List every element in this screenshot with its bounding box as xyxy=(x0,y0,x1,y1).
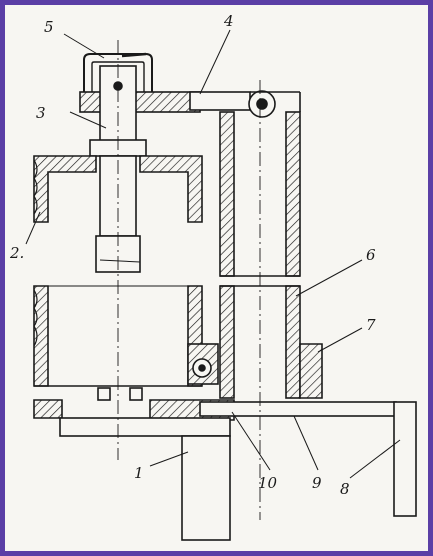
callout-5: 4 xyxy=(223,12,234,30)
callout-9: 9 xyxy=(312,474,322,492)
lower-cylinder xyxy=(33,285,49,387)
callout-10: 10 xyxy=(258,474,278,492)
upper-cylinder-part-2 xyxy=(33,155,97,223)
callout-8: 8 xyxy=(340,480,350,498)
horizontal-rod-part-9 xyxy=(199,401,397,417)
callout-7: 7 xyxy=(366,316,376,334)
callout-3: 3 xyxy=(36,104,46,122)
lever-arm-part-5 xyxy=(189,91,251,111)
drawing-lines xyxy=(25,29,417,541)
callout-labels: 5 3 2. 4 6 7 1 10 9 8 xyxy=(9,12,376,498)
handle-part-8 xyxy=(393,401,417,517)
callout-4: 5 xyxy=(44,18,54,36)
column-part-6-lower xyxy=(219,285,235,399)
top-plate xyxy=(79,91,201,113)
callout-6: 6 xyxy=(366,246,376,264)
post-part-1 xyxy=(181,435,231,541)
callout-1: 1 xyxy=(134,464,144,482)
base-plate xyxy=(33,399,63,419)
callout-2: 2. xyxy=(9,244,24,262)
column-part-6-upper xyxy=(219,111,235,277)
guide-nut-part-7 xyxy=(299,343,323,399)
